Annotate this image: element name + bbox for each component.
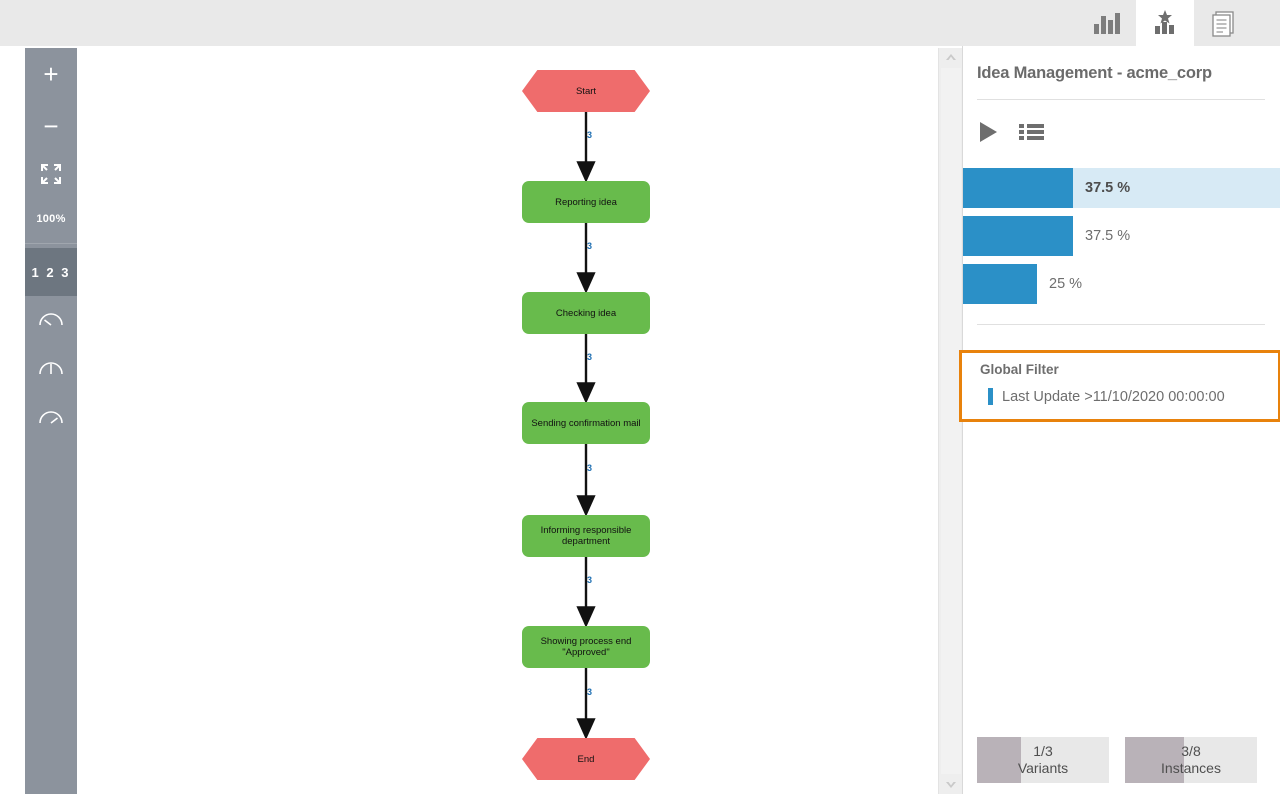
page-title: Idea Management - acme_corp <box>977 64 1212 82</box>
graph-node-label: End <box>577 753 595 765</box>
scroll-down-arrow[interactable] <box>939 776 963 794</box>
right-panel: Idea Management - acme_corp 37.5 %37.5 %… <box>959 46 1280 794</box>
zoom-in-button[interactable]: + <box>25 48 77 100</box>
graph-node[interactable]: Checking idea <box>522 292 650 334</box>
edge-label: 3 <box>587 686 593 697</box>
tab-documents[interactable] <box>1194 0 1252 46</box>
tab-bar-chart-star[interactable] <box>1136 0 1194 46</box>
panel-actions <box>977 120 1044 149</box>
global-filter-panel[interactable]: Global Filter Last Update >11/10/2020 00… <box>959 350 1280 422</box>
edge-label: 3 <box>587 463 593 473</box>
global-filter-item-text: Last Update >11/10/2020 00:00:00 <box>1002 388 1225 405</box>
edge-label: 3 <box>587 351 593 362</box>
gauge-mid-button[interactable] <box>25 345 77 394</box>
edge-label: 3 <box>587 241 593 251</box>
expand-arrows-icon <box>40 163 62 190</box>
title-divider <box>977 99 1265 100</box>
scroll-up-arrow[interactable] <box>939 48 963 66</box>
scrollbar-thumb[interactable] <box>941 68 961 774</box>
graph-node[interactable]: End <box>522 738 650 780</box>
global-filter-title: Global Filter <box>980 362 1059 377</box>
filter-marker-icon <box>988 388 993 405</box>
documents-icon <box>1209 9 1237 37</box>
stat-value: 3/8 <box>1181 743 1201 759</box>
variant-percent-label: 37.5 % <box>1085 228 1131 244</box>
graph-node-label: Informing responsible department <box>540 525 632 547</box>
variant-percent-label: 25 % <box>1049 276 1083 292</box>
rail-divider <box>25 243 77 244</box>
gauge-mid-icon <box>37 357 65 382</box>
variant-list-divider <box>977 324 1265 325</box>
global-filter-item[interactable]: Last Update >11/10/2020 00:00:00 <box>988 388 1225 405</box>
plus-icon: + <box>43 59 59 89</box>
variant-row[interactable]: 37.5 % <box>963 168 1280 208</box>
fit-to-screen-button[interactable] <box>25 152 77 201</box>
graph-node[interactable]: Informing responsible department <box>522 515 650 557</box>
variant-row[interactable]: 37.5 % <box>963 216 1280 256</box>
variant-list: 37.5 % 37.5 % 25 % <box>963 168 1280 312</box>
graph-node[interactable]: Sending confirmation mail <box>522 402 650 444</box>
stat-fill <box>977 737 1021 783</box>
bar-chart-icon <box>1092 10 1122 36</box>
variant-percent-label: 37.5 % <box>1085 180 1131 196</box>
gauge-high-icon <box>37 406 65 431</box>
graph-node-label: Reporting idea <box>555 196 617 208</box>
view-tabs <box>1078 0 1252 46</box>
play-icon <box>977 120 999 149</box>
bar-chart-star-icon <box>1150 9 1180 37</box>
stat-value: 1/3 <box>1033 743 1053 759</box>
list-icon <box>1019 122 1044 147</box>
variant-bar <box>963 264 1037 304</box>
graph-node-label: Showing process end "Approved" <box>540 636 632 658</box>
graph-node[interactable]: Reporting idea <box>522 181 650 223</box>
numbers-toggle-button[interactable]: 1 2 3 <box>25 248 77 296</box>
zoom-out-button[interactable]: − <box>25 100 77 152</box>
stat-label: Instances <box>1161 760 1221 776</box>
edge-label: 3 <box>587 575 593 585</box>
graph-node[interactable]: Start <box>522 70 650 112</box>
edge-label: 3 <box>587 130 593 140</box>
gauge-high-button[interactable] <box>25 394 77 443</box>
variant-row[interactable]: 25 % <box>963 264 1280 304</box>
minus-icon: − <box>43 111 59 141</box>
graph-edges <box>576 112 596 740</box>
list-button[interactable] <box>1019 122 1044 147</box>
zoom-level-label: 100% <box>36 213 66 225</box>
variant-bar <box>963 168 1073 208</box>
graph-node-label: Checking idea <box>555 307 617 319</box>
top-strip <box>0 0 1280 46</box>
stat-label: Variants <box>1017 760 1069 776</box>
play-button[interactable] <box>977 120 999 149</box>
left-toolbar: + − 100% <box>25 48 77 794</box>
tab-bar-chart[interactable] <box>1078 0 1136 46</box>
gauge-low-icon <box>37 308 65 333</box>
stat-fill <box>1125 737 1184 783</box>
graph-node[interactable]: Showing process end "Approved" <box>522 626 650 668</box>
gauge-low-button[interactable] <box>25 296 77 345</box>
graph-node-label: Sending confirmation mail <box>531 417 641 429</box>
canvas-vertical-scrollbar[interactable] <box>938 48 962 794</box>
variant-bar <box>963 216 1073 256</box>
graph-node-label: Start <box>575 85 597 97</box>
